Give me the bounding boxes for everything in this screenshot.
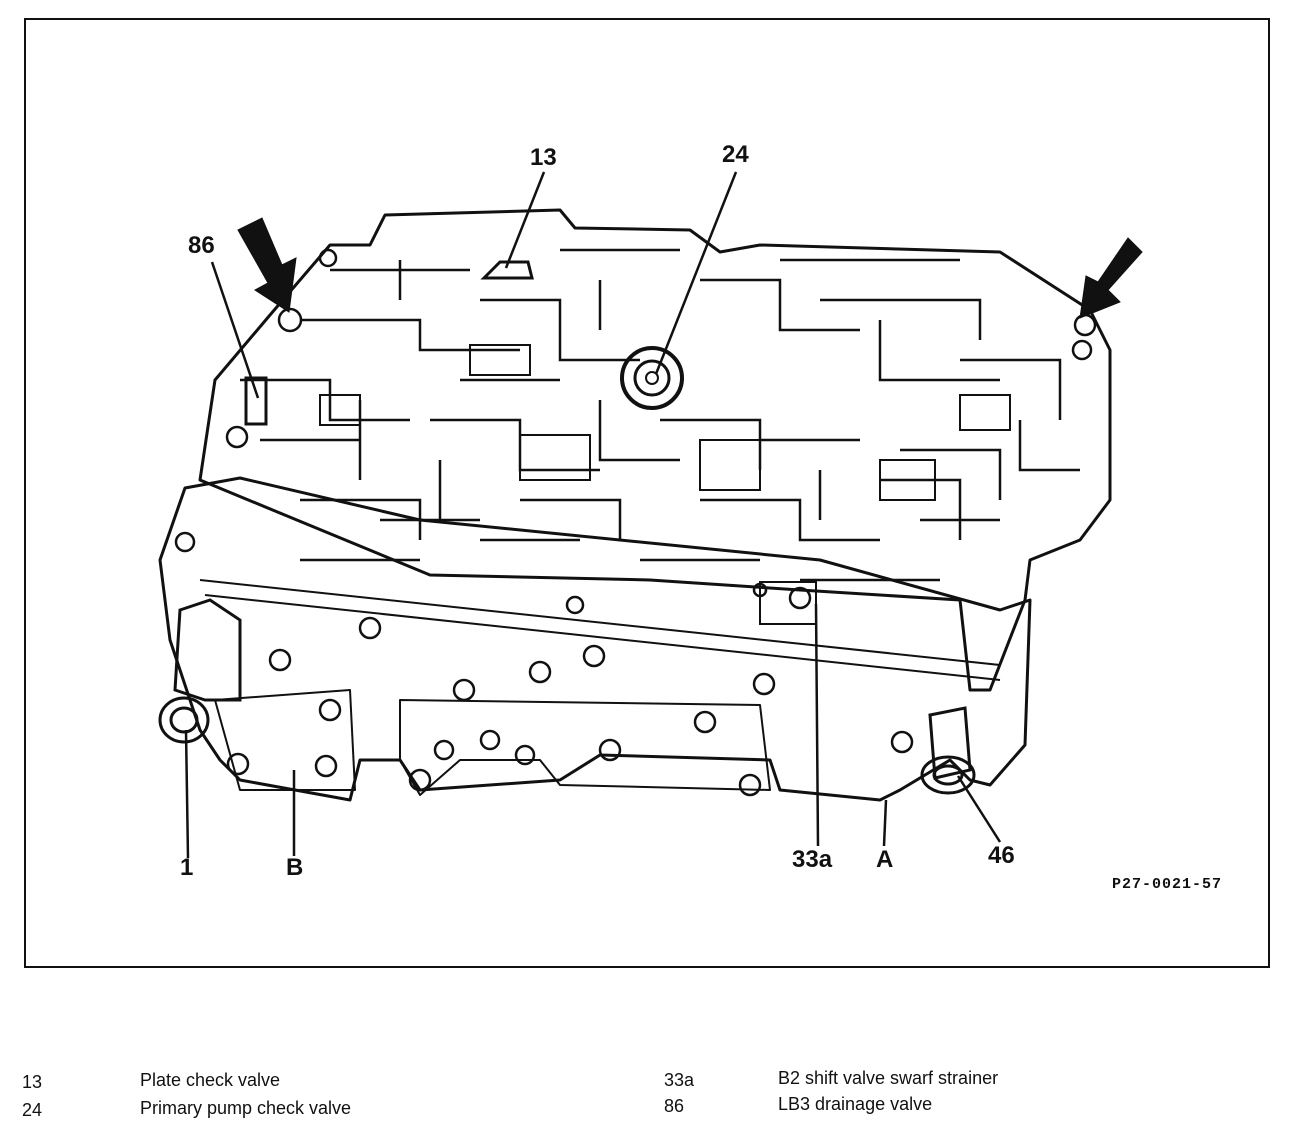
callout-1: 1	[180, 854, 194, 881]
callout-b: B	[286, 854, 304, 881]
legend-label: B2 shift valve swarf strainer	[778, 1068, 999, 1088]
legend: 13 Plate check valve 24 Primary pump che…	[0, 1066, 1312, 1126]
callout-13: 13	[530, 144, 557, 171]
connector-46	[920, 706, 976, 795]
solenoid-connector-1	[158, 598, 242, 744]
legend-label: Plate check valve	[140, 1070, 281, 1090]
arrow-right	[1079, 237, 1143, 319]
figure-reference: P27-0021-57	[1112, 876, 1223, 893]
cover-plate-b	[214, 689, 356, 791]
primary-pump-check-valve	[620, 346, 684, 410]
lower-valve-body	[158, 476, 1032, 802]
callout-24: 24	[722, 141, 749, 168]
lb3-drainage-valve	[244, 376, 268, 426]
legend-number: 33a	[664, 1070, 695, 1090]
callout-33a: 33a	[792, 846, 833, 873]
legend-number: 24	[22, 1100, 43, 1120]
legend-label: LB3 drainage valve	[778, 1094, 933, 1114]
figure-frame	[24, 18, 1270, 968]
separator-plate	[199, 579, 1001, 681]
legend-number: 86	[664, 1096, 685, 1116]
callout-a: A	[876, 846, 894, 873]
cover-plate-center	[399, 699, 771, 796]
plate-check-valve	[480, 260, 534, 280]
legend-number: 13	[22, 1072, 43, 1092]
callout-86: 86	[188, 232, 215, 259]
callout-46: 46	[988, 842, 1015, 869]
upper-valve-body	[198, 208, 1112, 692]
arrow-left	[237, 217, 297, 313]
legend-label: Primary pump check valve	[140, 1098, 352, 1118]
